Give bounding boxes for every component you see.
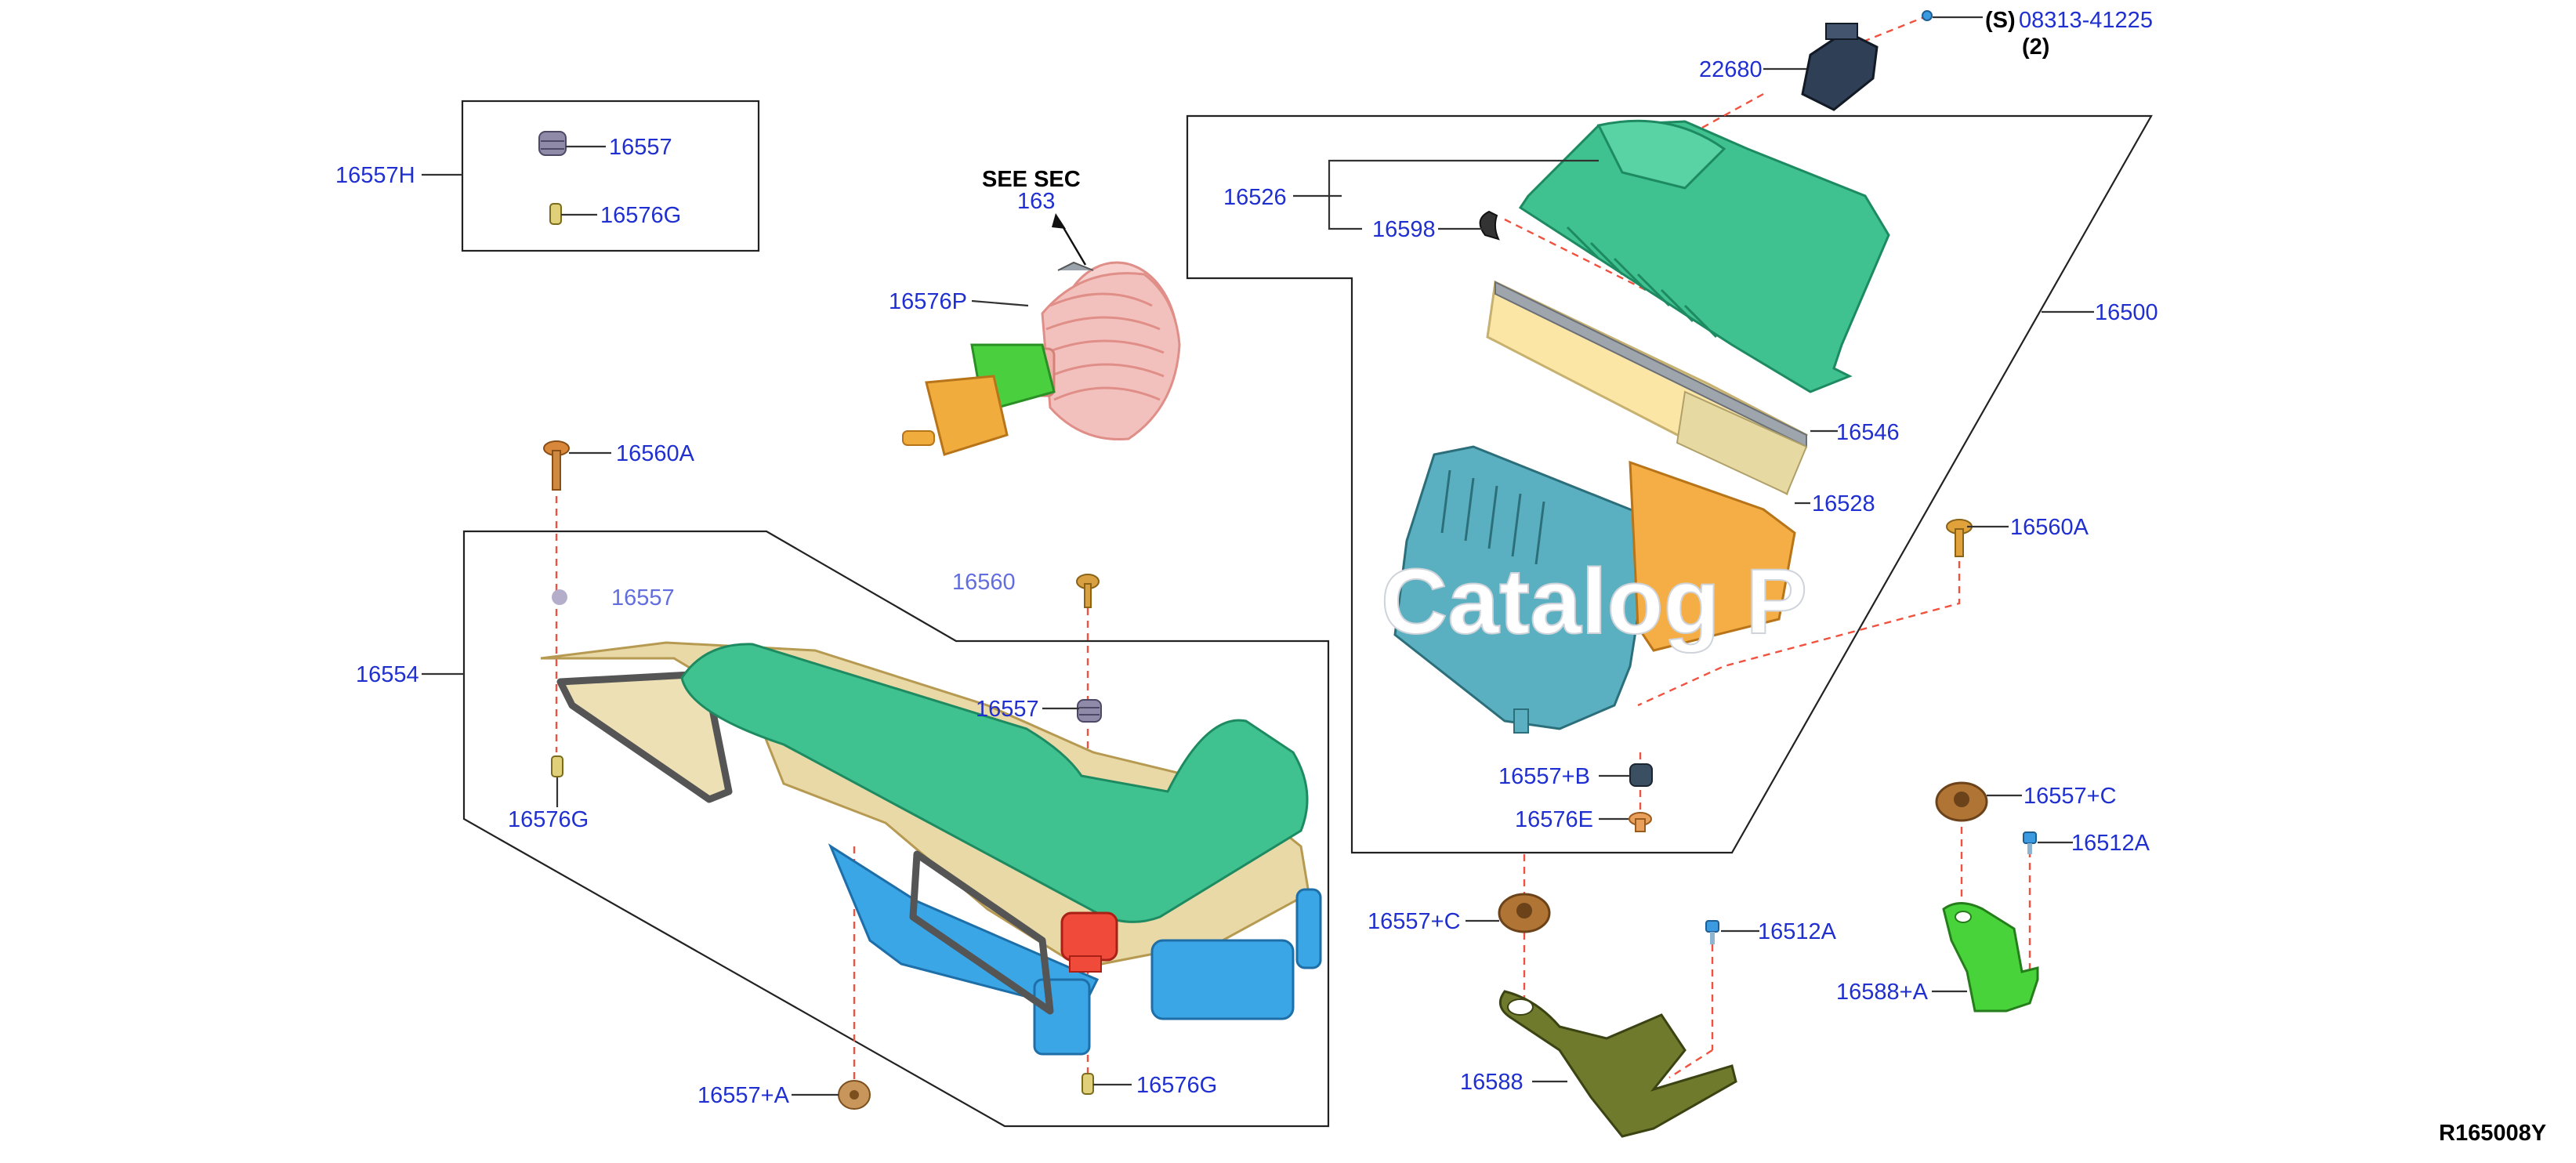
bolt-16560A-left [543, 440, 570, 491]
label-08313[interactable]: 08313-41225 [2019, 8, 2153, 33]
bolt-16560-mid [1076, 574, 1100, 608]
grommet-16557-box [538, 131, 567, 156]
air-cleaner-case-16528 [1393, 445, 1796, 734]
airflow-sensor-22680 [1801, 23, 1879, 111]
label-16576E[interactable]: 16576E [1515, 807, 1593, 832]
label-16557A[interactable]: 16557+A [697, 1083, 790, 1108]
filter-element-16546 [1486, 280, 1808, 496]
label-16560-ghost: 16560 [952, 570, 1016, 595]
mount-16557C-mid [1498, 893, 1551, 933]
label-16576G-box[interactable]: 16576G [600, 203, 681, 228]
clip-16576G-box [549, 203, 562, 225]
label-16557C-mid[interactable]: 16557+C [1368, 909, 1461, 934]
clip-16576G-left [551, 755, 563, 777]
screw-08313 [1922, 10, 1933, 21]
mount-16557A [838, 1080, 871, 1110]
watermark: Catalog P [1381, 550, 1807, 654]
air-cleaner-cover-16526 [1518, 119, 1890, 393]
see-section-number[interactable]: 163 [1017, 189, 1055, 214]
label-16557B[interactable]: 16557+B [1498, 764, 1590, 789]
part-labels: 16557H 16557 16576G SEE SEC 163 16576P 1… [335, 8, 2546, 1146]
see-section-title: SEE SEC [982, 167, 1081, 192]
clip-16576G-bottom [1081, 1073, 1094, 1095]
label-16598[interactable]: 16598 [1372, 217, 1436, 242]
label-22680[interactable]: 22680 [1699, 57, 1763, 82]
bolt-16560A-right [1946, 519, 1973, 557]
duct-group-frame [462, 530, 1330, 1128]
mount-16557C-right [1935, 781, 1988, 822]
label-16588[interactable]: 16588 [1460, 1070, 1523, 1095]
diagram-id: R165008Y [2439, 1121, 2546, 1146]
label-08313-prefix: (S) [1985, 8, 2016, 33]
bracket-16588A [1942, 902, 2039, 1013]
label-16512A-right[interactable]: 16512A [2071, 831, 2150, 856]
label-16557-ghost: 16557 [611, 585, 675, 610]
grommet-16557B [1629, 763, 1653, 787]
label-16526[interactable]: 16526 [1223, 185, 1287, 210]
kit-box-16557H [461, 100, 760, 252]
label-08313-qty: (2) [2022, 34, 2049, 60]
air-cleaner-group-frame [1186, 114, 2153, 854]
label-16557-box[interactable]: 16557 [609, 135, 672, 160]
grommet-16557-mid [1077, 699, 1102, 723]
label-16546[interactable]: 16546 [1836, 420, 1900, 445]
label-16576G-bottom[interactable]: 16576G [1136, 1073, 1217, 1098]
label-16500[interactable]: 16500 [2095, 300, 2158, 325]
label-16588A[interactable]: 16588+A [1836, 980, 1929, 1005]
bracket-16588 [1498, 990, 1737, 1138]
label-16557H[interactable]: 16557H [335, 163, 415, 188]
bolt-16512A-mid [1705, 920, 1719, 944]
label-16560A-right[interactable]: 16560A [2010, 515, 2089, 540]
label-16528[interactable]: 16528 [1812, 491, 1875, 516]
label-16557C-right[interactable]: 16557+C [2023, 784, 2117, 809]
label-16576G-left[interactable]: 16576G [508, 807, 589, 832]
label-16557-mid[interactable]: 16557 [976, 697, 1039, 722]
intake-hose-16576P [902, 261, 1181, 456]
label-16576P[interactable]: 16576P [889, 289, 967, 314]
bolt-16512A-right [2023, 831, 2037, 854]
label-16554[interactable]: 16554 [356, 662, 419, 687]
clip-16598 [1479, 210, 1500, 241]
see-section-arrow [1052, 213, 1087, 266]
label-16512A-mid[interactable]: 16512A [1758, 919, 1837, 944]
air-duct-16554 [540, 641, 1322, 1056]
label-16560A-left[interactable]: 16560A [616, 441, 695, 466]
ghost-grommet-icon [552, 589, 567, 605]
clip-16576E [1629, 812, 1652, 832]
leader-lines [422, 16, 2094, 1096]
